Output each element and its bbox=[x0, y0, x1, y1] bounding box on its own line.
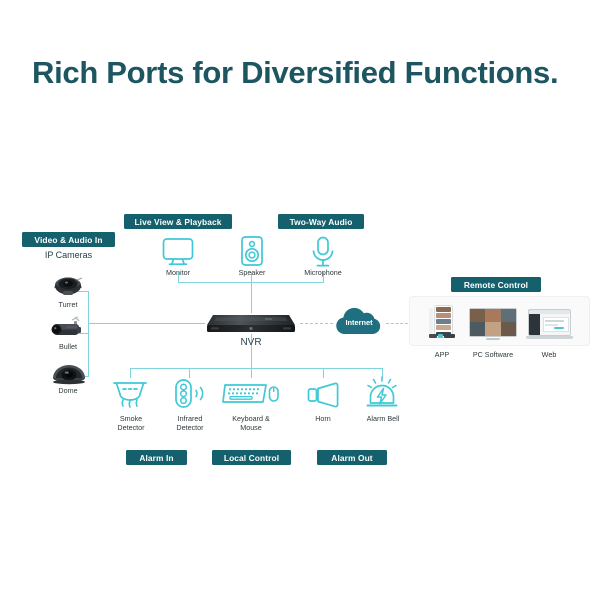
peripheral-label-keyboard-mouse: Keyboard & Mouse bbox=[232, 414, 270, 432]
keyboard-mouse-riser-line bbox=[251, 368, 252, 378]
peripheral-label-smoke-detector: Smoke Detector bbox=[117, 414, 145, 432]
speaker-drop-line bbox=[251, 272, 252, 283]
internet-label: Internet bbox=[345, 318, 373, 327]
peripheral-label-horn: Horn bbox=[315, 414, 331, 423]
camera-label-dome: Dome bbox=[58, 386, 78, 395]
nvr-to-peripheral-bus-line bbox=[251, 334, 252, 368]
cameras-to-nvr-line bbox=[88, 323, 205, 324]
output-label-monitor: Monitor bbox=[166, 268, 190, 277]
camera-label-turret: Turret bbox=[58, 300, 78, 309]
dome-camera-icon bbox=[48, 362, 90, 385]
cloud-icon bbox=[331, 307, 387, 338]
smoke-detector-riser-line bbox=[130, 368, 131, 378]
nvr-device-icon bbox=[205, 312, 297, 334]
internet-to-remote-line bbox=[386, 323, 422, 324]
smartphone-icon bbox=[428, 305, 458, 338]
microphone-drop-line bbox=[323, 272, 324, 283]
badge-two-way-audio[interactable]: Two-Way Audio bbox=[278, 214, 364, 230]
smoke-detector-icon bbox=[111, 379, 149, 409]
remote-label-pc-software: PC Software bbox=[472, 350, 514, 359]
infrared-detector-icon bbox=[172, 378, 208, 410]
peripheral-bus-line bbox=[130, 368, 382, 369]
ip-cameras-label: IP Cameras bbox=[44, 250, 93, 260]
infrared-detector-riser-line bbox=[189, 368, 190, 378]
peripheral-label-infrared-detector: Infrared Detector bbox=[176, 414, 204, 432]
badge-alarm-in[interactable]: Alarm In bbox=[126, 450, 187, 466]
remote-label-web: Web bbox=[541, 350, 557, 359]
camera-line-bullet bbox=[72, 333, 89, 334]
desktop-monitor-icon bbox=[469, 308, 517, 340]
monitor-icon bbox=[160, 237, 196, 267]
page-title: Rich Ports for Diversified Functions. bbox=[32, 55, 559, 90]
output-label-microphone: Microphone bbox=[304, 268, 342, 277]
badge-alarm-out[interactable]: Alarm Out bbox=[317, 450, 387, 466]
bullet-camera-icon bbox=[44, 316, 92, 340]
output-label-speaker: Speaker bbox=[238, 268, 266, 277]
keyboard-mouse-icon bbox=[222, 382, 279, 408]
alarm-bell-icon bbox=[364, 376, 400, 410]
horn-riser-line bbox=[323, 368, 324, 378]
alarm-bell-riser-line bbox=[382, 368, 383, 378]
speaker-icon bbox=[238, 235, 266, 267]
peripheral-label-alarm-bell: Alarm Bell bbox=[366, 414, 400, 423]
turret-camera-icon bbox=[46, 277, 90, 299]
nvr-label: NVR bbox=[240, 337, 262, 348]
badge-video-audio-in[interactable]: Video & Audio In bbox=[22, 232, 115, 248]
remote-label-app: APP bbox=[434, 350, 450, 359]
badge-live-view-playback[interactable]: Live View & Playback bbox=[124, 214, 232, 230]
horn-icon bbox=[307, 382, 340, 408]
badge-remote-control[interactable]: Remote Control bbox=[451, 277, 541, 293]
monitor-drop-line bbox=[178, 272, 179, 283]
nvr-to-internet-line bbox=[300, 323, 333, 324]
camera-line-turret bbox=[72, 291, 89, 292]
camera-label-bullet: Bullet bbox=[59, 342, 77, 351]
badge-local-control[interactable]: Local Control bbox=[212, 450, 291, 466]
laptop-browser-icon bbox=[526, 309, 573, 339]
microphone-icon bbox=[309, 236, 337, 268]
nvr-to-output-bus-line bbox=[251, 282, 252, 313]
